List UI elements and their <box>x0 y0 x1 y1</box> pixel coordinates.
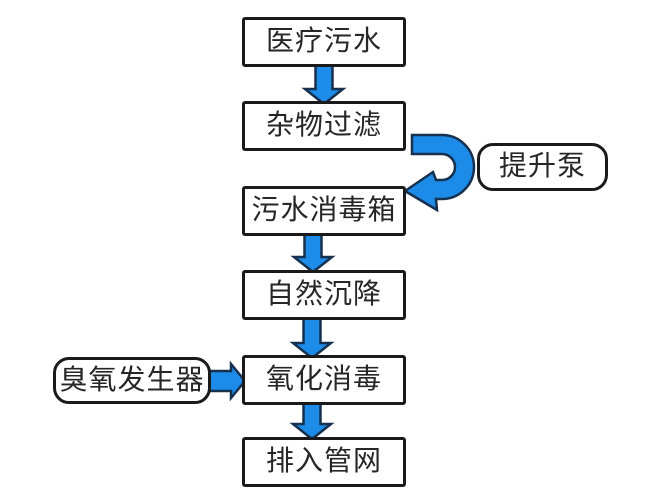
arrow-down-medical-to-filter <box>301 61 347 106</box>
node-debris-filter: 杂物过滤 <box>242 101 406 151</box>
node-oxidation-disinfection: 氧化消毒 <box>242 355 406 405</box>
node-medical-sewage: 医疗污水 <box>242 17 406 67</box>
node-medical-sewage-label: 医疗污水 <box>265 26 382 57</box>
arrow-right-ozone-to-oxidation <box>207 360 247 402</box>
node-ozone-generator-label: 臭氧发生器 <box>59 364 205 396</box>
node-lift-pump-label: 提升泵 <box>498 151 586 182</box>
node-ozone-generator: 臭氧发生器 <box>53 357 211 404</box>
arrow-down-settling-to-oxidation <box>289 316 335 360</box>
arrow-down-tank-to-settling <box>290 231 336 274</box>
arrow-u-turn-filter-to-tank <box>402 133 476 213</box>
node-sewage-disinfection-tank: 污水消毒箱 <box>242 186 406 236</box>
node-debris-filter-label: 杂物过滤 <box>265 110 382 141</box>
arrow-down-oxidation-to-pipe <box>289 401 335 441</box>
node-sewage-disinfection-tank-label: 污水消毒箱 <box>251 195 397 226</box>
node-oxidation-disinfection-label: 氧化消毒 <box>265 364 382 395</box>
node-discharge-pipe-network: 排入管网 <box>242 437 406 487</box>
node-natural-settling-label: 自然沉降 <box>265 279 382 310</box>
node-lift-pump: 提升泵 <box>477 143 608 191</box>
node-discharge-pipe-network-label: 排入管网 <box>265 446 382 477</box>
node-natural-settling: 自然沉降 <box>242 270 406 320</box>
